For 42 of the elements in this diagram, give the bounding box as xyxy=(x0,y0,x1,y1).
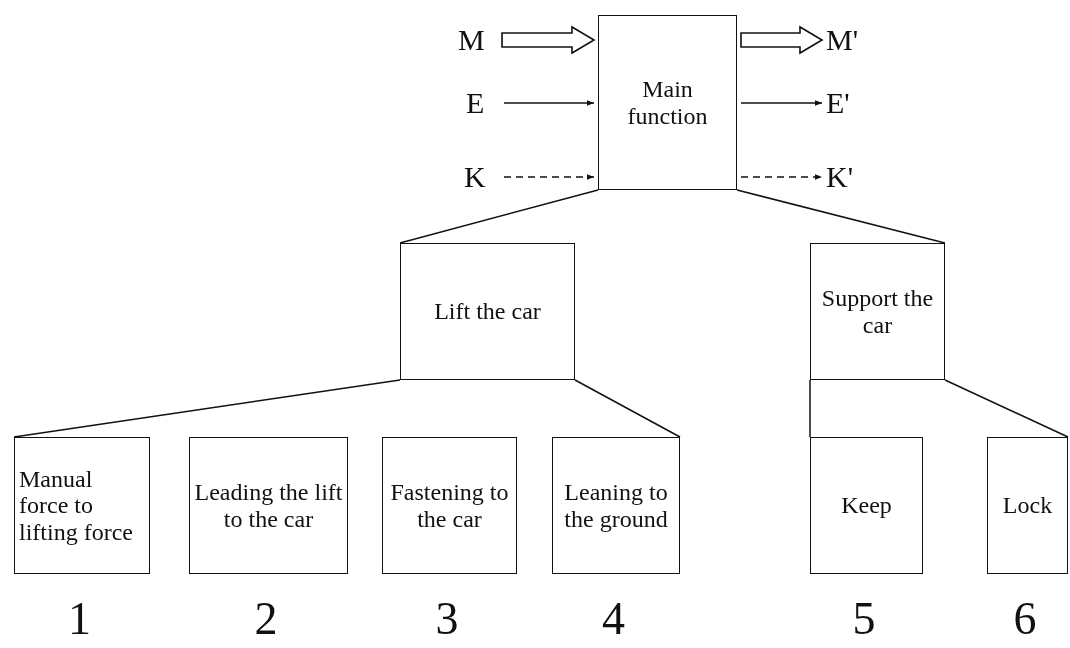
function-box xyxy=(810,437,923,574)
flow-label: K' xyxy=(826,158,870,196)
hollow-arrow xyxy=(501,25,596,55)
function-box xyxy=(987,437,1068,574)
function-number: 5 xyxy=(852,596,876,642)
function-number: 2 xyxy=(254,596,278,642)
function-text: Leading the lift to the car xyxy=(193,478,344,534)
connector-line xyxy=(574,379,681,438)
flow-label: M xyxy=(458,20,498,60)
flow-label: E' xyxy=(826,84,870,122)
function-text: Fastening to the car xyxy=(389,478,510,534)
arrow xyxy=(503,174,595,180)
function-text: Lock xyxy=(1001,491,1054,521)
connector-line xyxy=(399,189,599,244)
function-box xyxy=(382,437,517,574)
function-box xyxy=(189,437,348,574)
flow-label: M' xyxy=(826,20,876,60)
function-text: Keep xyxy=(840,491,893,521)
function-text: Support the car xyxy=(820,284,935,340)
function-number: 1 xyxy=(68,596,91,642)
function-text: Leaning to the ground xyxy=(563,478,669,534)
flow-label: K xyxy=(464,158,500,196)
function-number: 6 xyxy=(1013,596,1037,642)
function-box xyxy=(14,437,150,574)
function-box xyxy=(810,243,945,380)
arrow xyxy=(740,100,823,106)
flow-label: E xyxy=(466,84,500,122)
arrow xyxy=(740,174,823,180)
function-text: Main function xyxy=(626,75,709,131)
function-box xyxy=(552,437,680,574)
function-text: Lift the car xyxy=(433,297,542,327)
hollow-arrow xyxy=(740,25,824,55)
function-text: Manual force to lifting force xyxy=(18,464,134,547)
function-number: 4 xyxy=(602,596,625,642)
arrow xyxy=(503,100,595,106)
function-box xyxy=(400,243,575,380)
connector-line xyxy=(13,379,401,438)
function-box xyxy=(598,15,737,190)
connector-line xyxy=(809,379,811,438)
function-number: 3 xyxy=(435,596,459,642)
connector-line xyxy=(944,379,1069,438)
connector-line xyxy=(736,189,946,244)
